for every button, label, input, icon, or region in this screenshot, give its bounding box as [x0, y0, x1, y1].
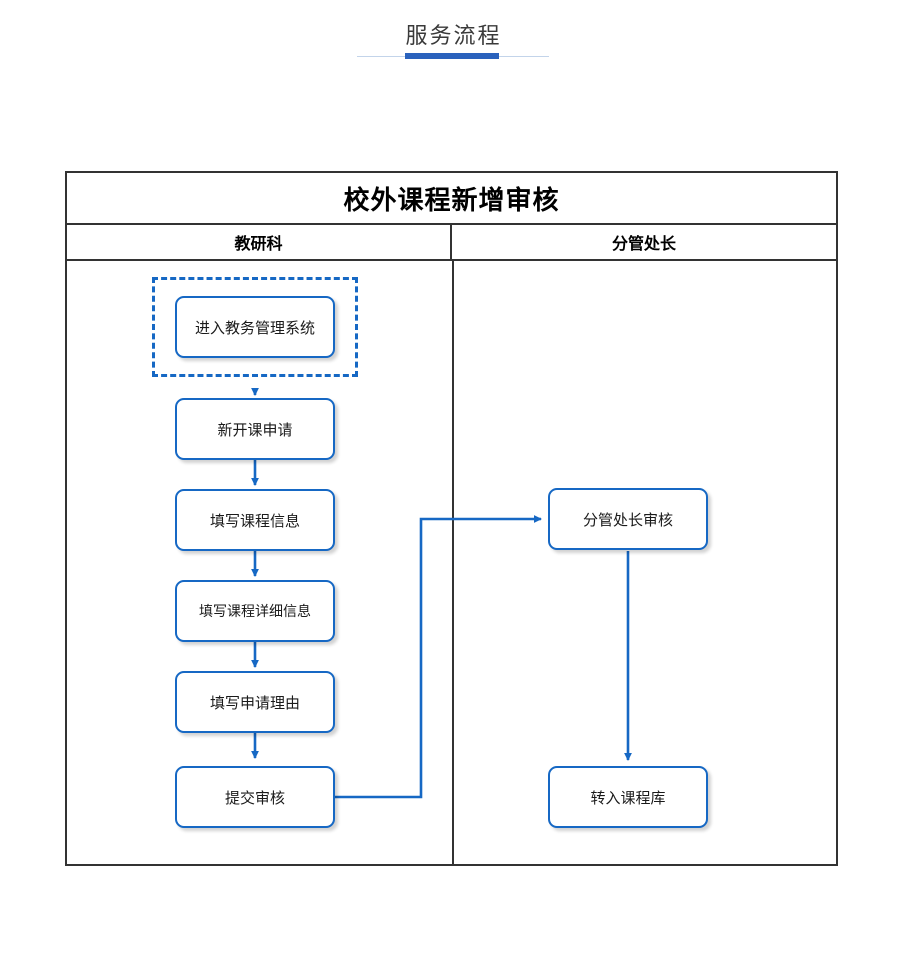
selection-marquee[interactable] — [152, 277, 358, 377]
title-underline-accent — [405, 53, 499, 59]
flowchart-title: 校外课程新增审核 — [343, 185, 560, 216]
page-header: 服务流程 — [0, 0, 907, 80]
flow-node-into-course-lib[interactable]: 转入课程库 — [548, 766, 708, 828]
lane-divider — [452, 261, 454, 864]
flowchart-title-row: 校外课程新增审核 — [67, 173, 836, 225]
flow-node-fill-reason[interactable]: 填写申请理由 — [175, 671, 335, 733]
flow-node-director-review[interactable]: 分管处长审核 — [548, 488, 708, 550]
flow-node-fill-course-info[interactable]: 填写课程信息 — [175, 489, 335, 551]
flow-node-submit-review[interactable]: 提交审核 — [175, 766, 335, 828]
lane-header-fenguanchuzhang: 分管处长 — [611, 234, 676, 253]
lane-header-row: 教研科 分管处长 — [67, 225, 836, 261]
page-title: 服务流程 — [405, 24, 502, 49]
flow-node-enter-system[interactable]: 进入教务管理系统 — [175, 296, 335, 358]
flow-node-new-course-apply[interactable]: 新开课申请 — [175, 398, 335, 460]
lane-header-jiaoyanke: 教研科 — [67, 225, 452, 259]
flow-node-fill-course-detail[interactable]: 填写课程详细信息 — [175, 580, 335, 642]
